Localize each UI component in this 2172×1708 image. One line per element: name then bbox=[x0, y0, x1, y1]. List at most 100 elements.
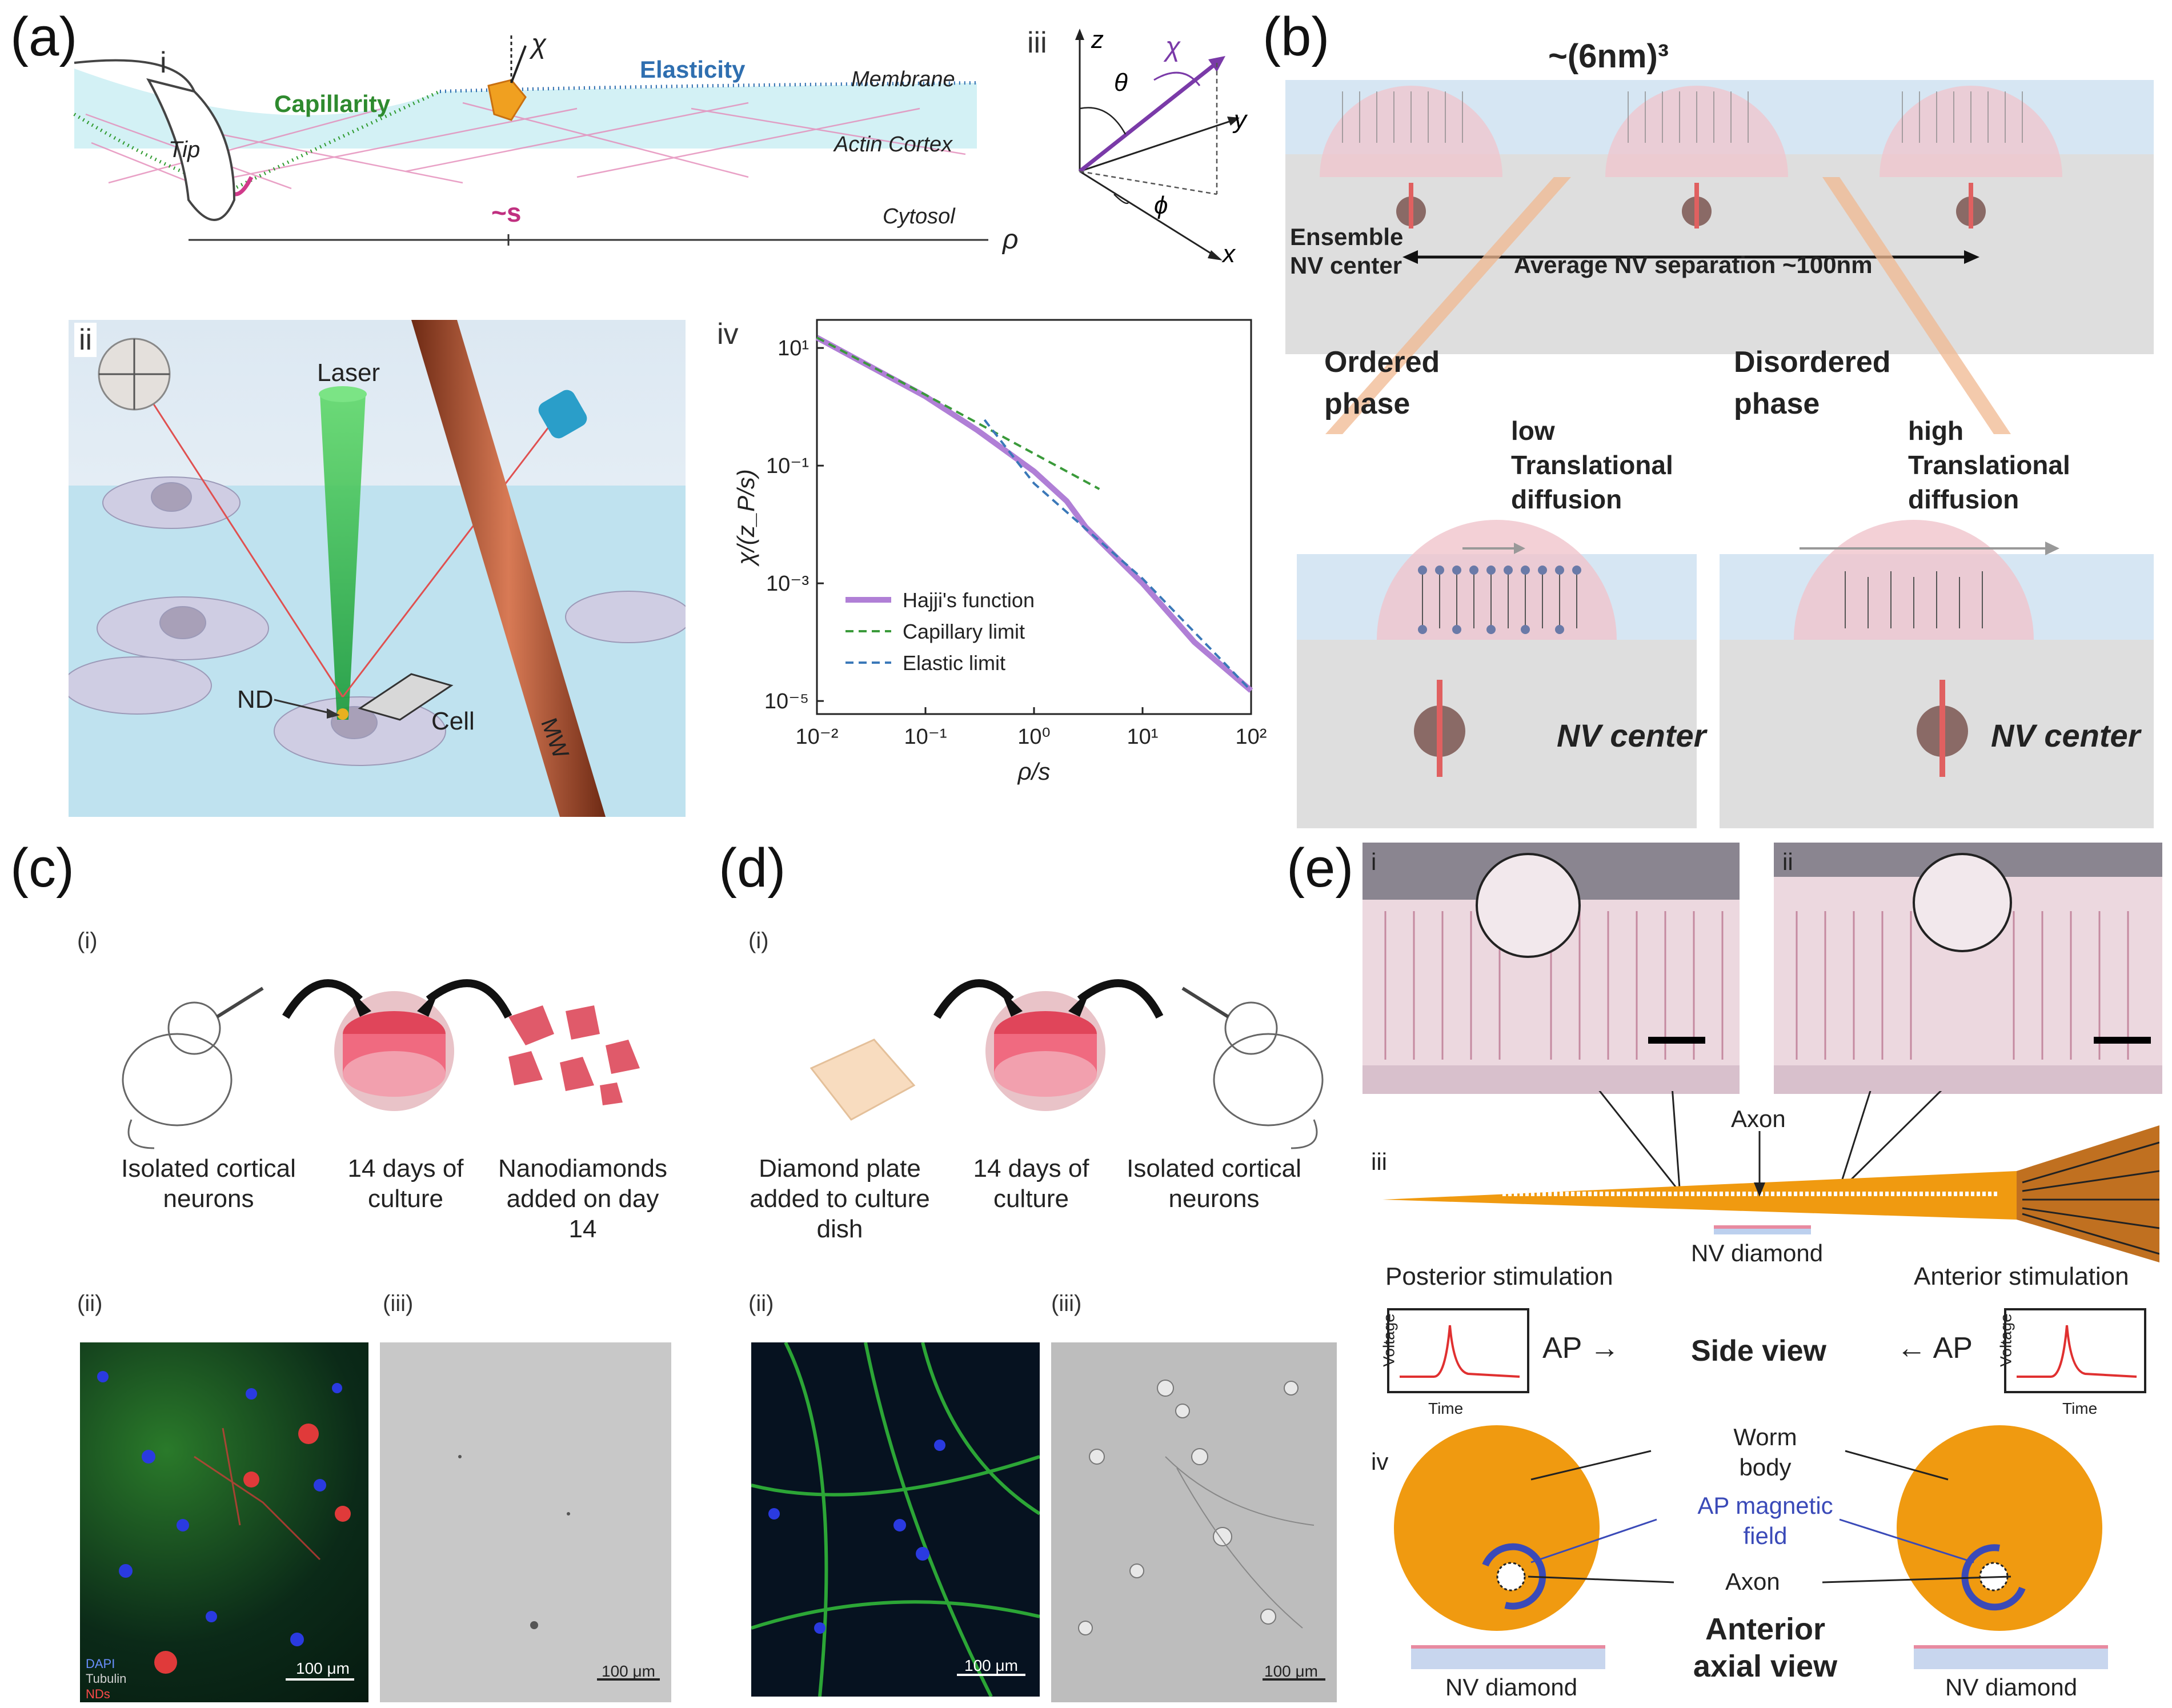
nv-center-right-label: NV center bbox=[1991, 717, 2141, 753]
e-histology-i bbox=[1362, 843, 1740, 1094]
nv-diamond-left-label: NV diamond bbox=[1445, 1674, 1578, 1701]
phi-label: ϕ bbox=[1154, 191, 1168, 219]
legend-label-2: Elastic limit bbox=[903, 651, 1005, 675]
axis-x: x bbox=[1223, 240, 1235, 268]
ap-left-arrow: ← AP bbox=[1897, 1332, 1973, 1365]
nv-center-left-label: NV center bbox=[1557, 717, 1706, 753]
axon-axial-label: Axon bbox=[1725, 1568, 1780, 1595]
a-iv-tag: iv bbox=[717, 318, 739, 351]
e-ii-tag: ii bbox=[1782, 848, 1793, 875]
rho-label: ρ bbox=[1003, 224, 1019, 255]
membrane-diagram bbox=[73, 34, 988, 246]
c-iii-tag: (iii) bbox=[383, 1291, 414, 1316]
a-iii-tag: iii bbox=[1027, 26, 1047, 59]
c-workflow-icons bbox=[122, 979, 640, 1149]
a-ii-tag: ii bbox=[74, 323, 97, 357]
anterior-stimulation-label: Anterior stimulation bbox=[1914, 1262, 2129, 1290]
s-label: ~s bbox=[491, 198, 522, 227]
e-histology-ii bbox=[1774, 843, 2162, 1094]
y-tick-label: 10¹ bbox=[778, 336, 809, 360]
voltage-left: Voltage bbox=[1380, 1313, 1398, 1367]
x-tick-label: 10⁻¹ bbox=[904, 725, 947, 749]
ap-right-arrow: AP → bbox=[1542, 1332, 1620, 1365]
cytosol-label: Cytosol bbox=[883, 205, 955, 228]
axis-y: y bbox=[1234, 106, 1247, 134]
nv-membrane-diagram bbox=[1285, 80, 2154, 828]
time-left: Time bbox=[1428, 1400, 1464, 1417]
d-cap-diamond-plate: Diamond plate added to culture dish bbox=[750, 1154, 930, 1243]
panel-e-label: (e) bbox=[1287, 837, 1354, 899]
x-tick-label: 10⁻² bbox=[796, 725, 839, 749]
d-i-tag: (i) bbox=[748, 928, 769, 953]
d-fluorescence-image bbox=[751, 1341, 1041, 1698]
x-axis-label: ρ/s bbox=[1017, 758, 1051, 785]
separation-label: Average NV separation ~100nm bbox=[1514, 251, 1873, 278]
c-brightfield-image bbox=[380, 1342, 671, 1702]
panel-b-label: (b) bbox=[1263, 6, 1330, 67]
laser-label: Laser bbox=[317, 359, 380, 387]
worm-axial-diagram bbox=[1394, 1425, 2108, 1669]
x-tick-label: 10¹ bbox=[1127, 725, 1159, 749]
voltage-right: Voltage bbox=[1997, 1313, 2015, 1367]
e-iv-tag: iv bbox=[1371, 1448, 1389, 1475]
panel-c-label: (c) bbox=[10, 837, 74, 899]
worm-side-diagram bbox=[1382, 1091, 2159, 1262]
d-cap-neurons: Isolated cortical neurons bbox=[1127, 1154, 1301, 1213]
chi-angle-label: χ bbox=[1165, 32, 1181, 62]
legend-label-0: Hajji's function bbox=[903, 588, 1035, 612]
series-line-2 bbox=[983, 419, 1252, 692]
y-axis-label: χ/(z_P/s) bbox=[732, 469, 759, 567]
d-workflow-icons bbox=[810, 979, 1324, 1149]
hajji-chart: 10⁻² 10⁻¹ 10⁰ 10¹ 10² 10¹ 10⁻¹ 10⁻³ 10⁻⁵ ρ/s χ/(z_… bbox=[732, 319, 1267, 785]
c-fluorescence-image bbox=[80, 1342, 368, 1702]
nd-label: ND bbox=[237, 685, 274, 713]
a-i-tag: i bbox=[160, 46, 167, 79]
chi-label: χ bbox=[531, 29, 547, 59]
side-view-label: Side view bbox=[1691, 1334, 1826, 1368]
cell-label: Cell bbox=[431, 707, 475, 735]
d-scale-bright: 100 μm bbox=[1264, 1662, 1318, 1680]
theta-label: θ bbox=[1114, 69, 1128, 97]
d-iii-tag: (iii) bbox=[1051, 1291, 1082, 1316]
y-tick-label: 10⁻⁵ bbox=[764, 689, 809, 713]
time-right: Time bbox=[2062, 1400, 2098, 1417]
legend-label-1: Capillary limit bbox=[903, 620, 1025, 643]
c-ii-tag: (ii) bbox=[77, 1291, 103, 1316]
panel-a-label: (a) bbox=[10, 6, 78, 67]
series-line-1 bbox=[816, 336, 1100, 490]
x-tick-label: 10⁰ bbox=[1017, 725, 1051, 749]
series-line-0 bbox=[815, 335, 1253, 693]
axis-z: z bbox=[1091, 26, 1104, 54]
c-cap-nanodiamonds: Nanodiamonds added on day 14 bbox=[498, 1154, 667, 1243]
c-scale-fluor: 100 μm bbox=[296, 1659, 350, 1677]
posterior-stimulation-label: Posterior stimulation bbox=[1385, 1262, 1613, 1290]
x-tick-label: 10² bbox=[1236, 725, 1267, 749]
d-brightfield-image bbox=[1051, 1342, 1337, 1702]
tip-label: Tip bbox=[169, 137, 201, 162]
c-cap-culture: 14 days of culture bbox=[347, 1154, 464, 1213]
c-cap-neurons: Isolated cortical neurons bbox=[121, 1154, 296, 1213]
c-i-tag: (i) bbox=[77, 928, 98, 953]
actin-label: Actin Cortex bbox=[834, 133, 952, 157]
e-iii-tag: iii bbox=[1371, 1148, 1387, 1175]
y-tick-label: 10⁻³ bbox=[766, 572, 809, 596]
volume-label: ~(6nm)³ bbox=[1548, 38, 1669, 75]
elasticity-label: Elasticity bbox=[640, 56, 746, 83]
membrane-label: Membrane bbox=[851, 67, 955, 91]
nv-diamond-center-label: NV diamond bbox=[1691, 1240, 1824, 1266]
d-ii-tag: (ii) bbox=[748, 1291, 774, 1316]
setup-diagram bbox=[69, 320, 686, 817]
panel-d-label: (d) bbox=[719, 837, 786, 899]
d-scale-fluor: 100 μm bbox=[964, 1657, 1018, 1674]
nv-diamond-right-label: NV diamond bbox=[1945, 1674, 2078, 1701]
y-tick-label: 10⁻¹ bbox=[766, 454, 809, 478]
e-i-tag: i bbox=[1371, 848, 1377, 875]
